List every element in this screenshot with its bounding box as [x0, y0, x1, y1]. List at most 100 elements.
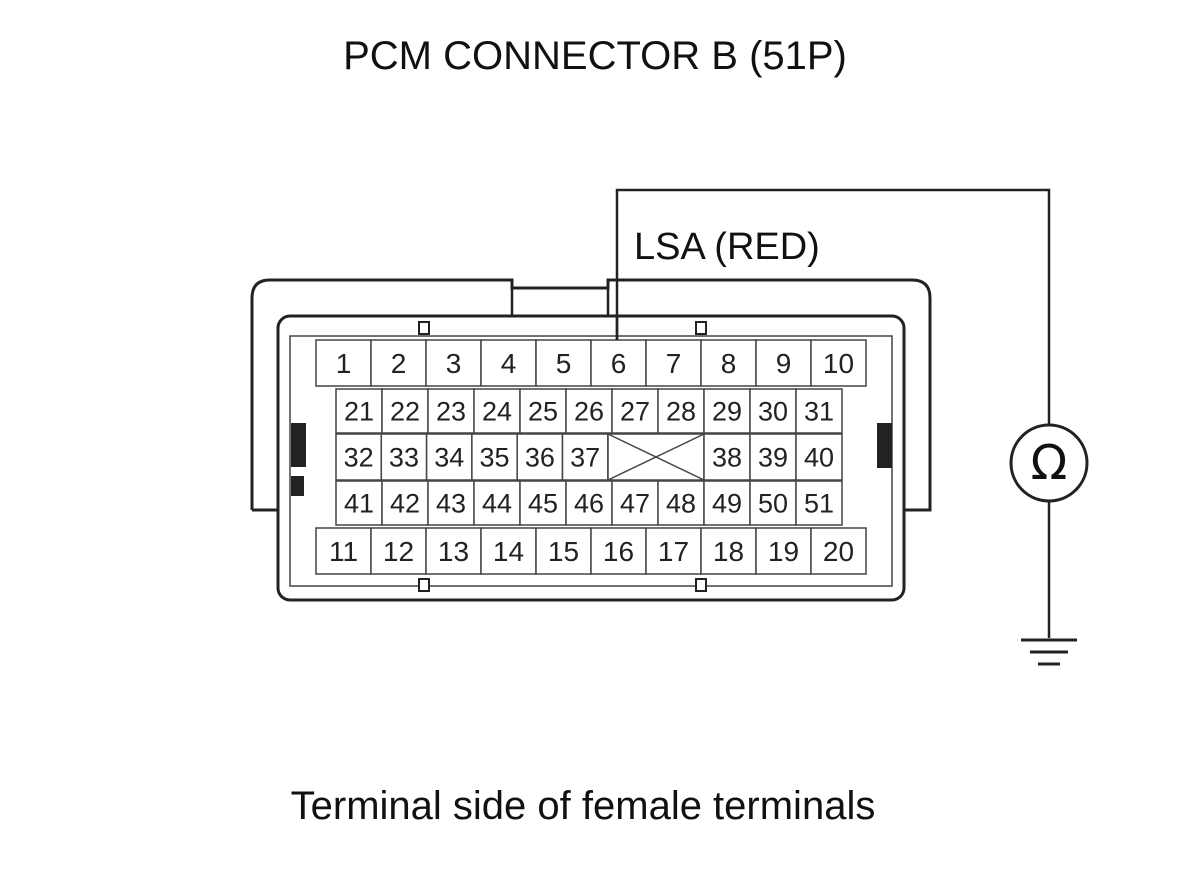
terminal-number: 30	[758, 397, 788, 427]
terminal-cavity	[380, 433, 428, 481]
terminal-cavity	[810, 527, 867, 575]
diagram-caption: Terminal side of female terminals	[290, 784, 876, 828]
terminal-cavity	[749, 388, 797, 434]
terminal-number: 20	[823, 536, 854, 567]
side-latch	[877, 423, 892, 468]
terminal-number: 34	[434, 443, 464, 473]
terminal-number: 7	[666, 348, 682, 379]
terminal-number: 5	[556, 348, 572, 379]
terminal-cavity	[795, 480, 843, 526]
terminal-number: 43	[436, 489, 466, 519]
terminal-number: 41	[344, 489, 374, 519]
terminal-number: 50	[758, 489, 788, 519]
terminal-number: 37	[570, 443, 600, 473]
terminal-number: 14	[493, 536, 524, 567]
terminal-number: 47	[620, 489, 650, 519]
terminal-cavity	[315, 339, 372, 387]
terminal-number: 28	[666, 397, 696, 427]
terminal-cavity	[657, 480, 705, 526]
terminal-number: 29	[712, 397, 742, 427]
terminal-number: 9	[776, 348, 792, 379]
terminal-number: 13	[438, 536, 469, 567]
terminal-cavity	[810, 339, 867, 387]
terminal-number: 44	[482, 489, 512, 519]
terminal-number: 12	[383, 536, 414, 567]
key-notch	[695, 578, 707, 592]
terminal-cavity	[565, 480, 613, 526]
terminal-cavity	[516, 433, 564, 481]
terminal-number: 36	[525, 443, 555, 473]
terminal-cavity	[590, 339, 647, 387]
terminal-cavity	[335, 388, 383, 434]
side-latch	[291, 423, 306, 467]
terminal-cavity	[749, 433, 797, 481]
terminal-number: 16	[603, 536, 634, 567]
ground-icon	[1021, 638, 1077, 666]
connector-inner-body	[276, 314, 906, 602]
terminal-number: 33	[389, 443, 419, 473]
terminal-cavity	[335, 480, 383, 526]
terminal-number: 24	[482, 397, 512, 427]
terminal-cavity	[315, 527, 372, 575]
terminal-number: 3	[446, 348, 462, 379]
blank-cavity-cross	[607, 433, 705, 481]
terminal-cavity	[425, 433, 473, 481]
terminal-number: 51	[804, 489, 834, 519]
terminal-cavity	[703, 433, 751, 481]
test-lead-wire	[615, 188, 1051, 425]
terminal-number: 35	[480, 443, 510, 473]
terminal-cavity	[370, 527, 427, 575]
terminal-cavity	[700, 527, 757, 575]
diagram-title: PCM CONNECTOR B (51P)	[343, 34, 847, 78]
terminal-cavity	[519, 388, 567, 434]
terminal-number: 22	[390, 397, 420, 427]
terminal-cavity	[657, 388, 705, 434]
terminal-cavity	[427, 480, 475, 526]
terminal-cavity	[370, 339, 427, 387]
terminal-number: 4	[501, 348, 517, 379]
terminal-number: 45	[528, 489, 558, 519]
terminal-cavity	[703, 480, 751, 526]
terminal-cavity	[795, 433, 843, 481]
terminal-number: 1	[336, 348, 352, 379]
key-notch	[418, 321, 430, 335]
terminal-cavity	[755, 527, 812, 575]
terminal-number: 2	[391, 348, 407, 379]
wire-label: LSA (RED)	[634, 226, 820, 268]
terminal-number: 26	[574, 397, 604, 427]
key-notch	[695, 321, 707, 335]
terminal-number: 25	[528, 397, 558, 427]
terminal-number: 40	[804, 443, 834, 473]
terminal-number: 10	[823, 348, 854, 379]
terminal-number: 27	[620, 397, 650, 427]
terminal-cavity	[561, 433, 609, 481]
terminal-number: 21	[344, 397, 374, 427]
terminal-number: 8	[721, 348, 737, 379]
terminal-cavity	[700, 339, 757, 387]
locking-tab	[510, 286, 610, 318]
key-notch	[418, 578, 430, 592]
side-latch	[291, 476, 304, 496]
terminal-cavity	[565, 388, 613, 434]
terminal-number: 31	[804, 397, 834, 427]
terminal-cavity	[645, 339, 702, 387]
terminal-number: 15	[548, 536, 579, 567]
terminal-number: 39	[758, 443, 788, 473]
terminal-number: 17	[658, 536, 689, 567]
terminal-cavity	[473, 388, 521, 434]
terminal-number: 11	[329, 536, 358, 567]
terminal-cavity	[473, 480, 521, 526]
terminal-number: 32	[344, 443, 374, 473]
terminal-cavity	[749, 480, 797, 526]
terminal-cavity	[381, 480, 429, 526]
terminal-cavity	[427, 388, 475, 434]
terminal-cavity	[381, 388, 429, 434]
terminal-cavity	[535, 339, 592, 387]
terminal-number: 42	[390, 489, 420, 519]
terminal-cavity	[795, 388, 843, 434]
terminal-cavity	[590, 527, 647, 575]
terminal-number: 19	[768, 536, 799, 567]
